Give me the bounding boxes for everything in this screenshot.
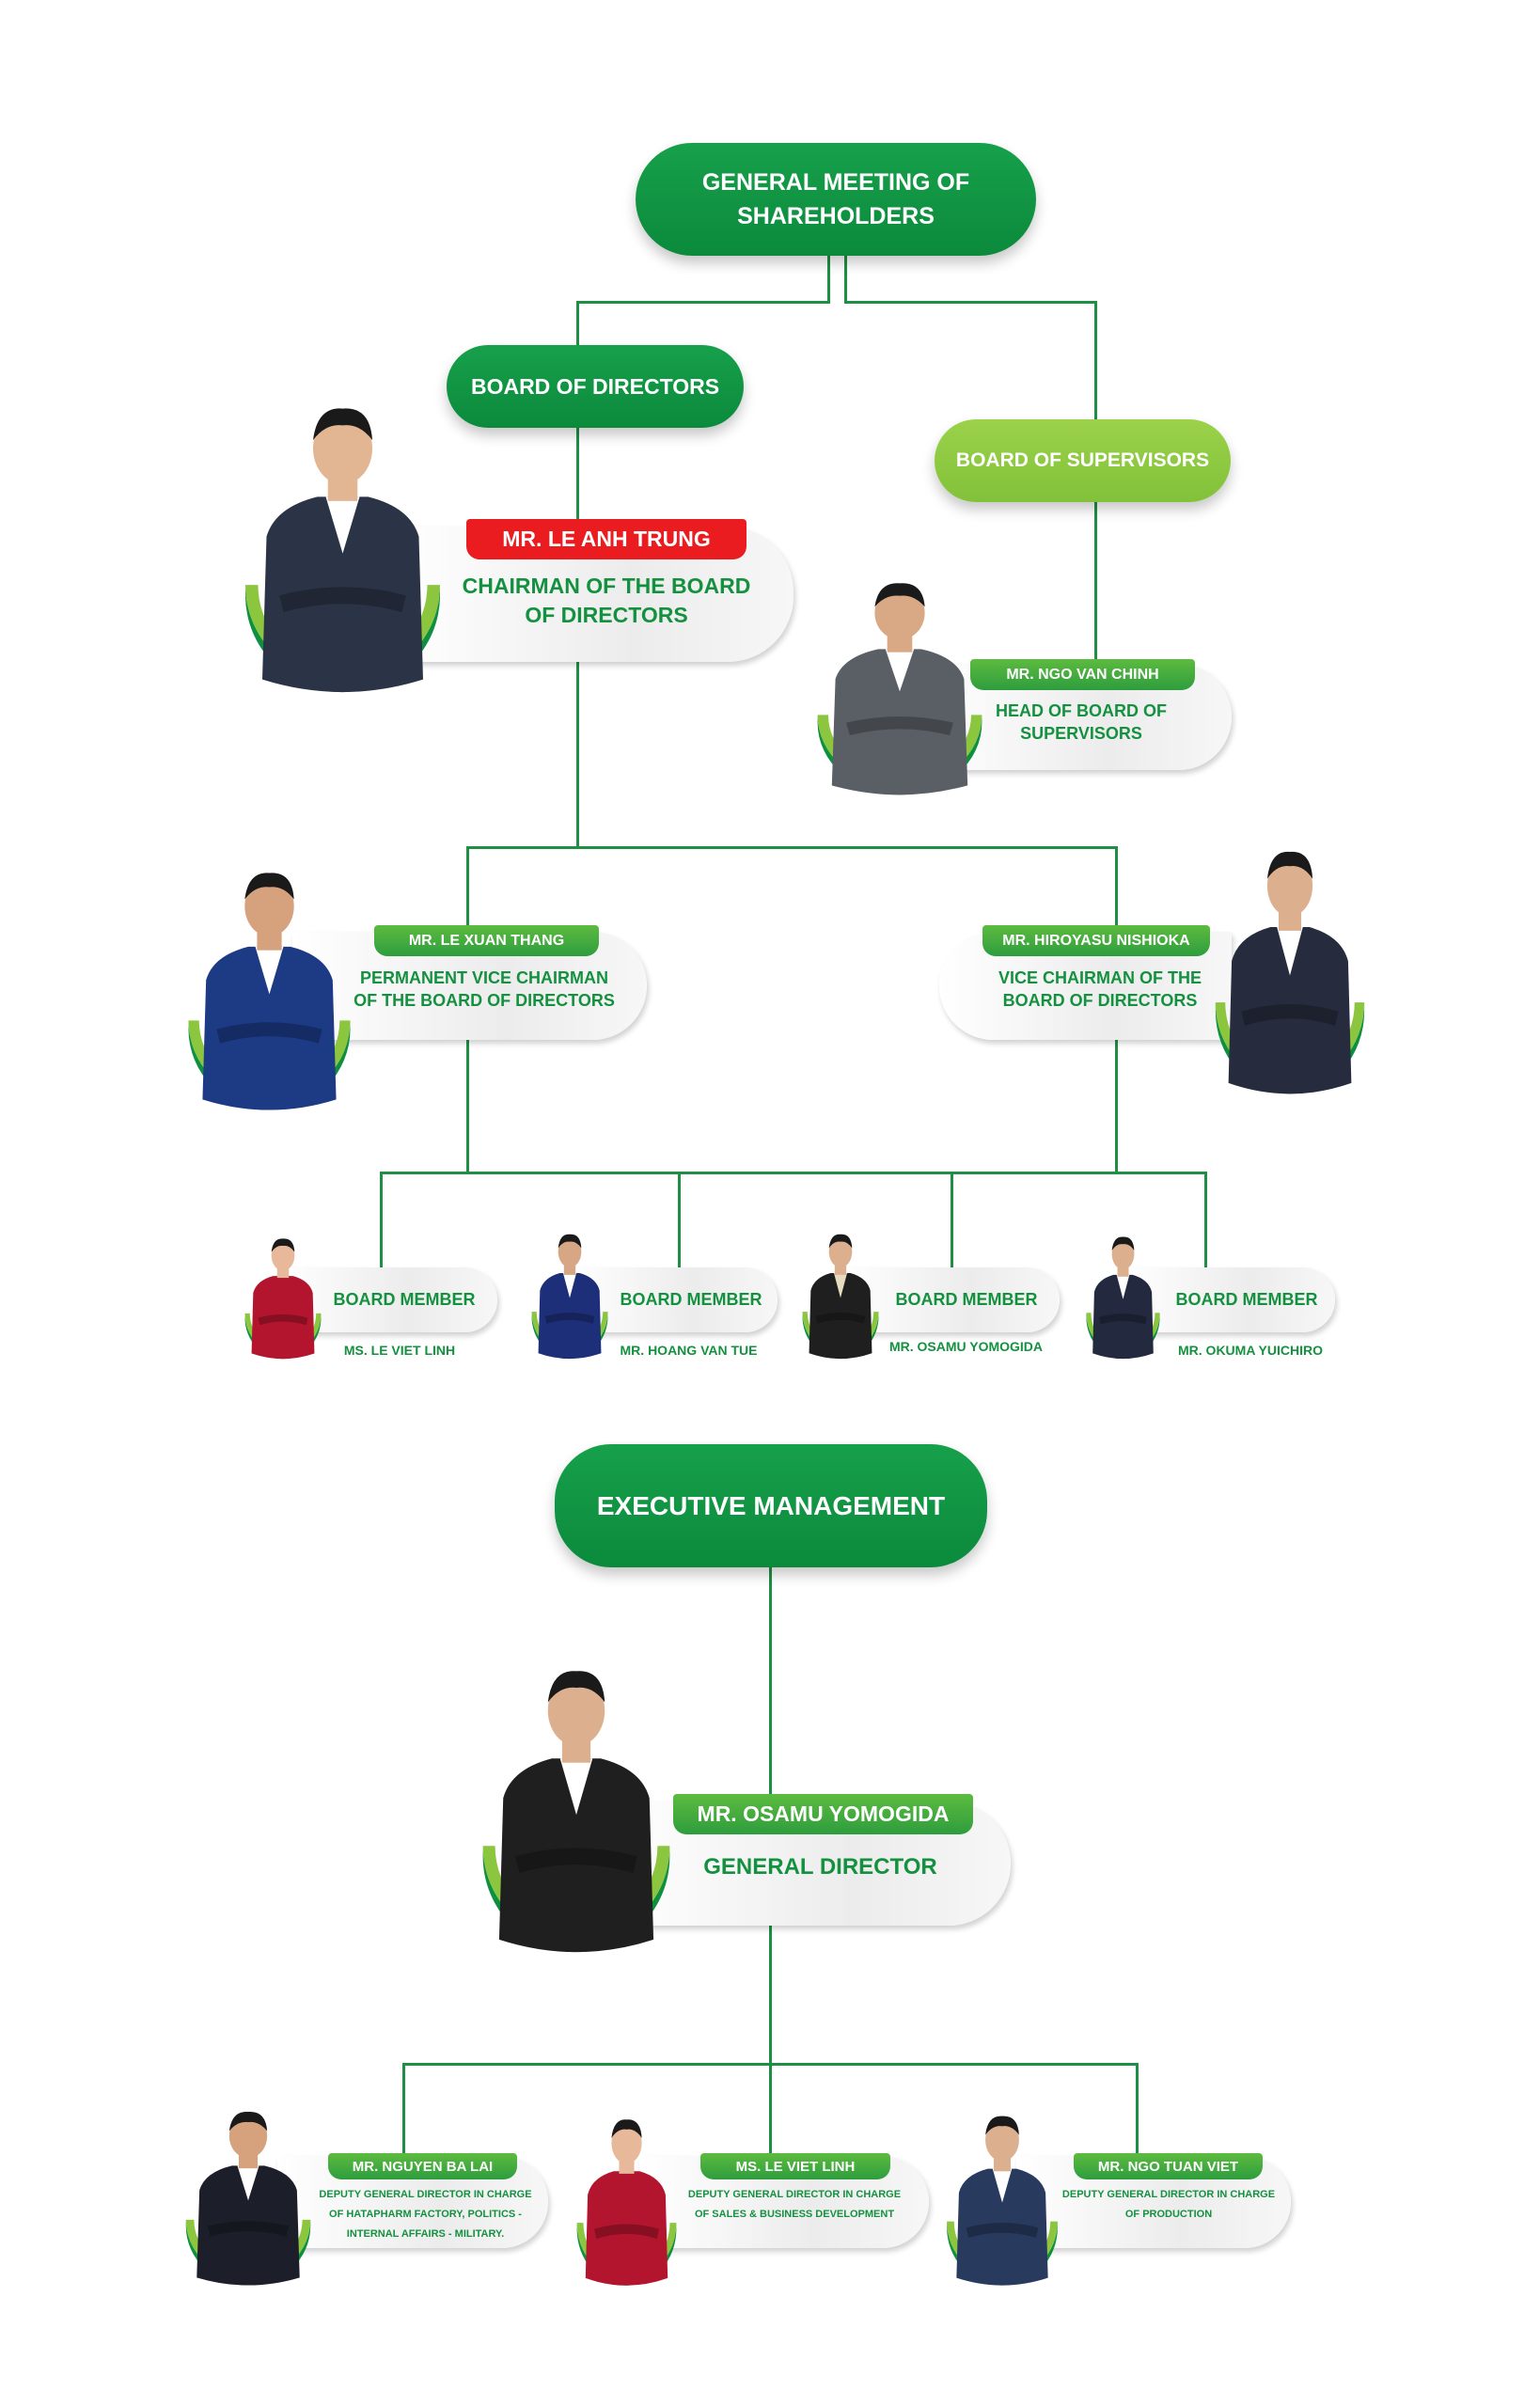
vice-chairman-name-label: MR. HIROYASU NISHIOKA (982, 925, 1210, 956)
vice-chairman-photo (1209, 832, 1371, 1101)
deputy-name-label: MS. LE VIET LINH (700, 2153, 890, 2179)
board-member-role: BOARD MEMBER (895, 1290, 1038, 1309)
connector (380, 1172, 383, 1267)
role-line: INTERNAL AFFAIRS - MILITARY. (346, 2227, 505, 2240)
person-portrait-icon (531, 1234, 608, 1360)
role-line: CHAIRMAN OF THE BOARD (462, 574, 751, 598)
connector (844, 301, 1096, 304)
role-line: HEAD OF BOARD OF (996, 701, 1167, 720)
connector (1094, 502, 1097, 664)
person-portrait-icon (802, 1234, 879, 1360)
vice-chairman-name-label: MR. LE XUAN THANG (374, 925, 599, 956)
deputy-photo (942, 2102, 1062, 2290)
connector (769, 2063, 772, 2155)
deputy-role: DEPUTY GENERAL DIRECTOR IN CHARGE OF PRO… (1051, 2185, 1286, 2225)
node-title: EXECUTIVE MANAGEMENT (596, 1490, 946, 1520)
person-portrait-icon (576, 2119, 677, 2286)
node-title: GENERAL MEETING OF (701, 168, 970, 196)
board-member-card (277, 1267, 497, 1332)
connector (951, 1172, 953, 1267)
connector (466, 846, 469, 933)
connector (678, 1172, 681, 1267)
general-director-photo (475, 1648, 678, 1960)
connector (466, 846, 1118, 849)
board-member-name: MS. LE VIET LINH (343, 1343, 456, 1358)
connector (1204, 1172, 1207, 1267)
role-line: VICE CHAIRMAN OF THE (998, 968, 1202, 987)
node-title: BOARD OF DIRECTORS (470, 373, 720, 399)
role-line: DEPUTY GENERAL DIRECTOR IN CHARGE (1061, 2189, 1276, 2200)
connector (1094, 301, 1097, 421)
deputy-name-label: MR. NGUYEN BA LAI (328, 2153, 517, 2179)
person-portrait-icon (185, 2111, 311, 2286)
supervisor-head-photo (810, 566, 989, 801)
board-member-photo (242, 1229, 324, 1362)
deputy-photo (181, 2098, 316, 2290)
board-of-directors-node: BOARD OF DIRECTORS (447, 345, 744, 428)
vice-chairman-photo (181, 854, 357, 1117)
board-member-photo (528, 1224, 611, 1362)
person-portrait-icon (188, 873, 351, 1110)
chairman-name-label: MR. LE ANH TRUNG (466, 519, 746, 559)
node-title: BOARD OF SUPERVISORS (955, 449, 1210, 471)
chairman-role: CHAIRMAN OF THE BOARD OF DIRECTORS (442, 572, 771, 630)
connector (1136, 2063, 1139, 2155)
role-line: OF HATAPHARM FACTORY, POLITICS - (329, 2208, 522, 2220)
person-portrait-icon (245, 408, 440, 693)
connector (576, 301, 830, 304)
vice-chairman-role: PERMANENT VICE CHAIRMAN OF THE BOARD OF … (338, 967, 630, 1013)
node-title: SHAREHOLDERS (737, 203, 935, 229)
supervisor-head-role: HEAD OF BOARD OF SUPERVISORS (959, 700, 1203, 746)
board-member-role: BOARD MEMBER (1175, 1290, 1318, 1309)
deputy-role: DEPUTY GENERAL DIRECTOR IN CHARGE OF SAL… (677, 2185, 912, 2225)
person-portrait-icon (947, 2116, 1058, 2286)
deputy-photo (573, 2106, 681, 2290)
board-member-role: BOARD MEMBER (333, 1290, 476, 1309)
general-director-role: GENERAL DIRECTOR (703, 1854, 937, 1880)
connector (844, 256, 847, 303)
board-of-supervisors-node: BOARD OF SUPERVISORS (935, 419, 1231, 502)
role-line: DEPUTY GENERAL DIRECTOR IN CHARGE (687, 2189, 902, 2200)
role-line: BOARD OF DIRECTORS (1002, 991, 1198, 1011)
role-line: DEPUTY GENERAL DIRECTOR IN CHARGE (319, 2189, 532, 2200)
board-member-name: MR. HOANG VAN TUE (620, 1343, 758, 1358)
board-member-photo (799, 1224, 882, 1362)
role-line: OF SALES & BUSINESS DEVELOPMENT (694, 2208, 895, 2220)
supervisor-head-name-label: MR. NGO VAN CHINH (970, 659, 1195, 690)
connector (827, 256, 830, 303)
chairman-photo (237, 385, 448, 700)
general-meeting-of-shareholders-node: GENERAL MEETING OF SHAREHOLDERS (636, 143, 1036, 256)
board-member-name: MR. OSAMU YOMOGIDA (888, 1339, 1044, 1354)
board-member-name: MR. OKUMA YUICHIRO (1178, 1343, 1323, 1358)
connector (466, 1040, 469, 1173)
vice-chairman-role: VICE CHAIRMAN OF THE BOARD OF DIRECTORS (968, 967, 1232, 1013)
connector (1115, 846, 1118, 933)
board-member-photo (1083, 1227, 1163, 1362)
connector (576, 301, 579, 348)
person-portrait-icon (1086, 1236, 1160, 1360)
connector (402, 2063, 405, 2155)
person-portrait-icon (482, 1671, 670, 1953)
executive-management-node: EXECUTIVE MANAGEMENT (555, 1444, 987, 1567)
board-member-role: BOARD MEMBER (620, 1290, 762, 1309)
connector (1115, 1040, 1118, 1173)
person-portrait-icon (244, 1238, 322, 1360)
person-portrait-icon (1215, 851, 1365, 1094)
role-line: PERMANENT VICE CHAIRMAN (359, 968, 608, 987)
role-line: OF DIRECTORS (525, 603, 688, 628)
general-director-name-label: MR. OSAMU YOMOGIDA (673, 1794, 973, 1834)
deputy-name-label: MR. NGO TUAN VIET (1074, 2153, 1263, 2179)
person-portrait-icon (817, 583, 982, 795)
role-line: OF PRODUCTION (1124, 2208, 1213, 2220)
deputy-role: DEPUTY GENERAL DIRECTOR IN CHARGE OF HAT… (310, 2185, 541, 2244)
connector (380, 1172, 1207, 1174)
role-line: SUPERVISORS (1020, 724, 1142, 744)
role-line: OF THE BOARD OF DIRECTORS (354, 991, 615, 1011)
